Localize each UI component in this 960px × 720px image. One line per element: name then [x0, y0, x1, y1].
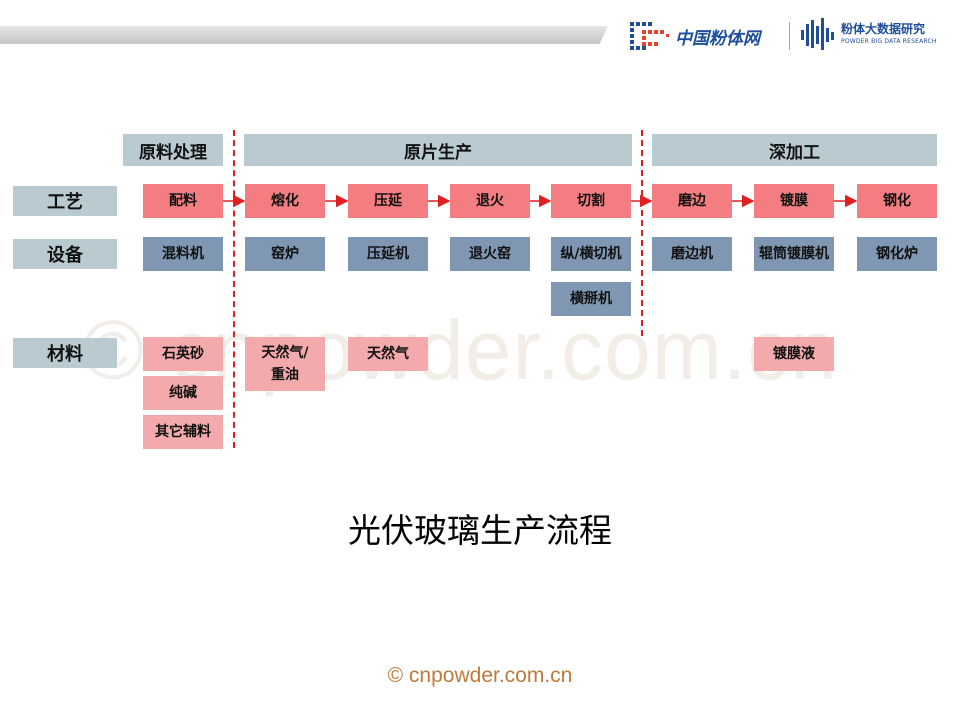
stage-divider-2 — [641, 130, 643, 336]
row-label-process: 工艺 — [13, 186, 117, 216]
process-batching: 配料 — [143, 184, 223, 218]
material-other-auxiliary: 其它辅料 — [143, 415, 223, 449]
equipment-furnace: 窑炉 — [245, 237, 325, 271]
process-tempering: 钢化 — [857, 184, 937, 218]
equipment-tempering-furnace: 钢化炉 — [857, 237, 937, 271]
process-cutting: 切割 — [551, 184, 631, 218]
process-edging: 磨边 — [652, 184, 732, 218]
stage-raw-material: 原料处理 — [123, 134, 223, 166]
process-melting: 熔化 — [245, 184, 325, 218]
diagram-caption: 光伏玻璃生产流程 — [348, 511, 612, 550]
equipment-mixer: 混料机 — [143, 237, 223, 271]
equipment-edging-machine: 磨边机 — [652, 237, 732, 271]
cnpowder-logo-text: 中国粉体网 — [675, 28, 760, 49]
footer-copyright: © cnpowder.com.cn — [387, 664, 573, 687]
row-label-material: 材料 — [13, 338, 117, 368]
process-coating: 镀膜 — [754, 184, 834, 218]
logo-secondary-title: 粉体大数据研究 — [841, 22, 926, 36]
cnpowder-logo-icon — [630, 22, 669, 50]
logo-secondary-subtitle: POWDER BIG DATA RESEARCH — [841, 38, 937, 45]
stage-divider-1 — [233, 130, 235, 448]
stage-deep-processing: 深加工 — [652, 134, 937, 166]
stage-raw-glass: 原片生产 — [244, 134, 632, 166]
powder-big-data-logo: 粉体大数据研究 POWDER BIG DATA RESEARCH — [800, 14, 950, 54]
header-bar — [0, 26, 608, 44]
equipment-annealing-kiln: 退火窑 — [450, 237, 530, 271]
bar-chart-icon — [801, 18, 834, 50]
process-annealing: 退火 — [450, 184, 530, 218]
material-fuel-melting-line2: 重油 — [271, 367, 299, 383]
equipment-breaker: 横掰机 — [551, 282, 631, 316]
material-fuel-rolling: 天然气 — [348, 337, 428, 371]
equipment-rolling-machine: 压延机 — [348, 237, 428, 271]
equipment-cutter: 纵/横切机 — [551, 237, 631, 271]
row-label-equipment: 设备 — [13, 239, 117, 269]
material-quartz-sand: 石英砂 — [143, 337, 223, 371]
cnpowder-logo: 中国粉体网 — [628, 18, 778, 54]
logo-divider — [789, 22, 790, 50]
process-rolling: 压延 — [348, 184, 428, 218]
equipment-roller-coater: 辊筒镀膜机 — [754, 237, 834, 271]
material-fuel-melting-line1: 天然气/ — [261, 345, 309, 361]
material-soda-ash: 纯碱 — [143, 376, 223, 410]
material-fuel-melting: 天然气/ 重油 — [245, 337, 325, 391]
material-coating-liquid: 镀膜液 — [754, 337, 834, 371]
